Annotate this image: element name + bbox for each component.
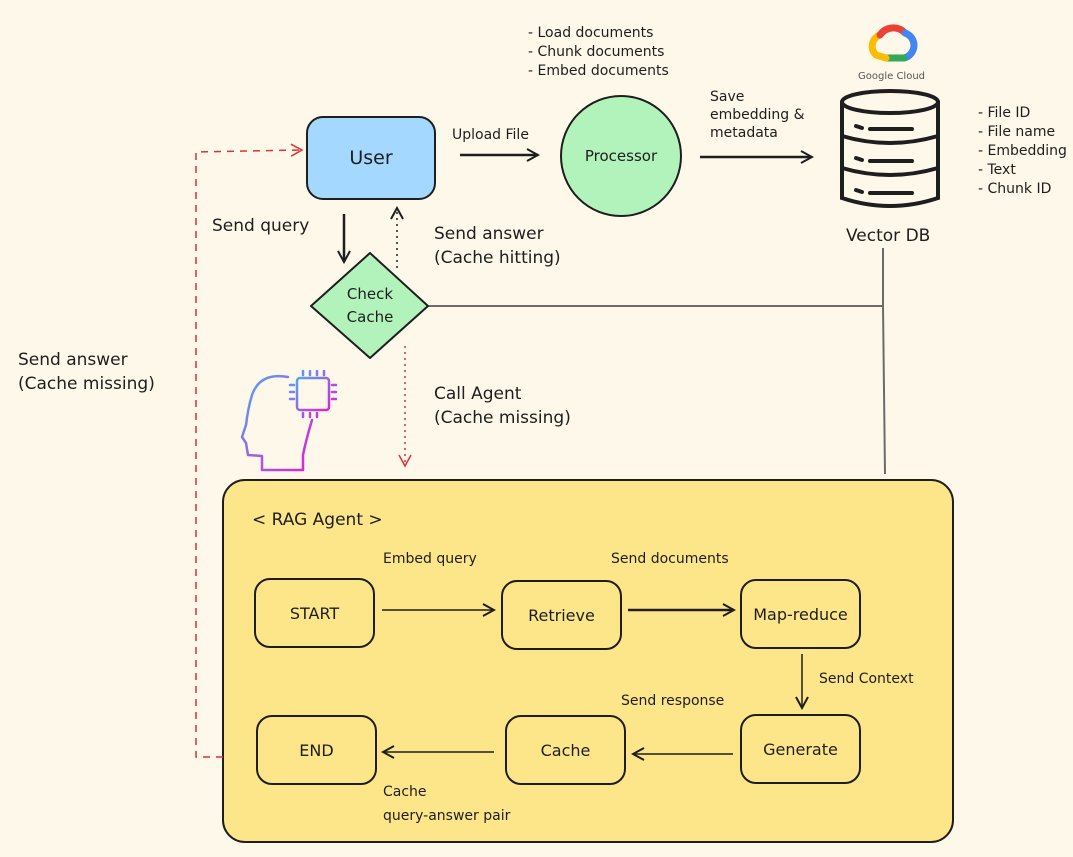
save-embedding-line: Save (710, 89, 745, 105)
upload-file-label: Upload File (452, 127, 529, 143)
retrieve-node[interactable]: Retrieve (501, 580, 622, 650)
generate-node[interactable]: Generate (740, 714, 861, 784)
google-cloud-logo (868, 24, 918, 62)
check-cache-label-line1[interactable]: Check (346, 285, 394, 303)
vector-db-label: Vector DB (846, 226, 931, 246)
cache-pair-line: query-answer pair (383, 808, 511, 824)
send-answer-miss-label: Send answer (Cache missing) (18, 348, 155, 396)
embed-query-label: Embed query (383, 551, 477, 567)
db-field: - Chunk ID (978, 181, 1052, 197)
cache-pair-label: Cache query-answer pair (383, 780, 510, 828)
processor-node[interactable]: Processor (584, 147, 658, 165)
call-agent-line: Call Agent (434, 384, 522, 404)
cache-missing-answer-edge (195, 143, 304, 758)
send-context-label: Send Context (819, 671, 914, 687)
check-cache-node-shape (310, 252, 429, 359)
user-node-shape (306, 116, 436, 200)
map-reduce-node[interactable]: Map-reduce (740, 579, 861, 649)
call-agent-line: (Cache missing) (434, 408, 571, 428)
google-cloud-label: Google Cloud (858, 71, 926, 82)
db-field: - File name (978, 124, 1056, 140)
send-response-label: Send response (621, 693, 725, 709)
save-embedding-label: Save embedding & metadata (710, 88, 805, 142)
send-answer-miss-line: Send answer (18, 350, 128, 370)
processor-notes: - Load documents - Chunk documents - Emb… (528, 24, 669, 81)
save-embedding-line: embedding & (710, 107, 805, 123)
send-documents-label: Send documents (611, 551, 729, 567)
send-query-label: Send query (212, 216, 310, 236)
send-answer-hit-label: Send answer (Cache hitting) (434, 222, 561, 270)
send-answer-hit-line: Send answer (434, 224, 544, 244)
processor-note: - Embed documents (528, 63, 669, 79)
db-field: - File ID (978, 105, 1031, 121)
db-field: - Text (978, 162, 1016, 178)
processor-node-shape (560, 95, 682, 217)
ai-head-icon (240, 369, 338, 472)
send-answer-hit-line: (Cache hitting) (434, 248, 561, 268)
cache-pair-line: Cache (383, 784, 427, 800)
call-agent-label: Call Agent (Cache missing) (434, 382, 571, 430)
send-answer-miss-line: (Cache missing) (18, 374, 155, 394)
db-fields-list: - File ID - File name - Embedding - Text… (978, 104, 1067, 199)
rag-agent-title: < RAG Agent > (252, 510, 383, 530)
check-cache-label-line2[interactable]: Cache (346, 308, 394, 326)
processor-note: - Chunk documents (528, 44, 665, 60)
end-node[interactable]: END (256, 715, 377, 785)
user-node[interactable]: User (349, 147, 393, 169)
rag-agent-container (222, 479, 954, 843)
cache-node[interactable]: Cache (505, 715, 626, 785)
save-embedding-line: metadata (710, 125, 778, 141)
start-node[interactable]: START (254, 578, 375, 648)
processor-note: - Load documents (528, 25, 654, 41)
db-connector-line (428, 248, 886, 475)
db-field: - Embedding (978, 143, 1067, 159)
database-icon (840, 89, 940, 208)
